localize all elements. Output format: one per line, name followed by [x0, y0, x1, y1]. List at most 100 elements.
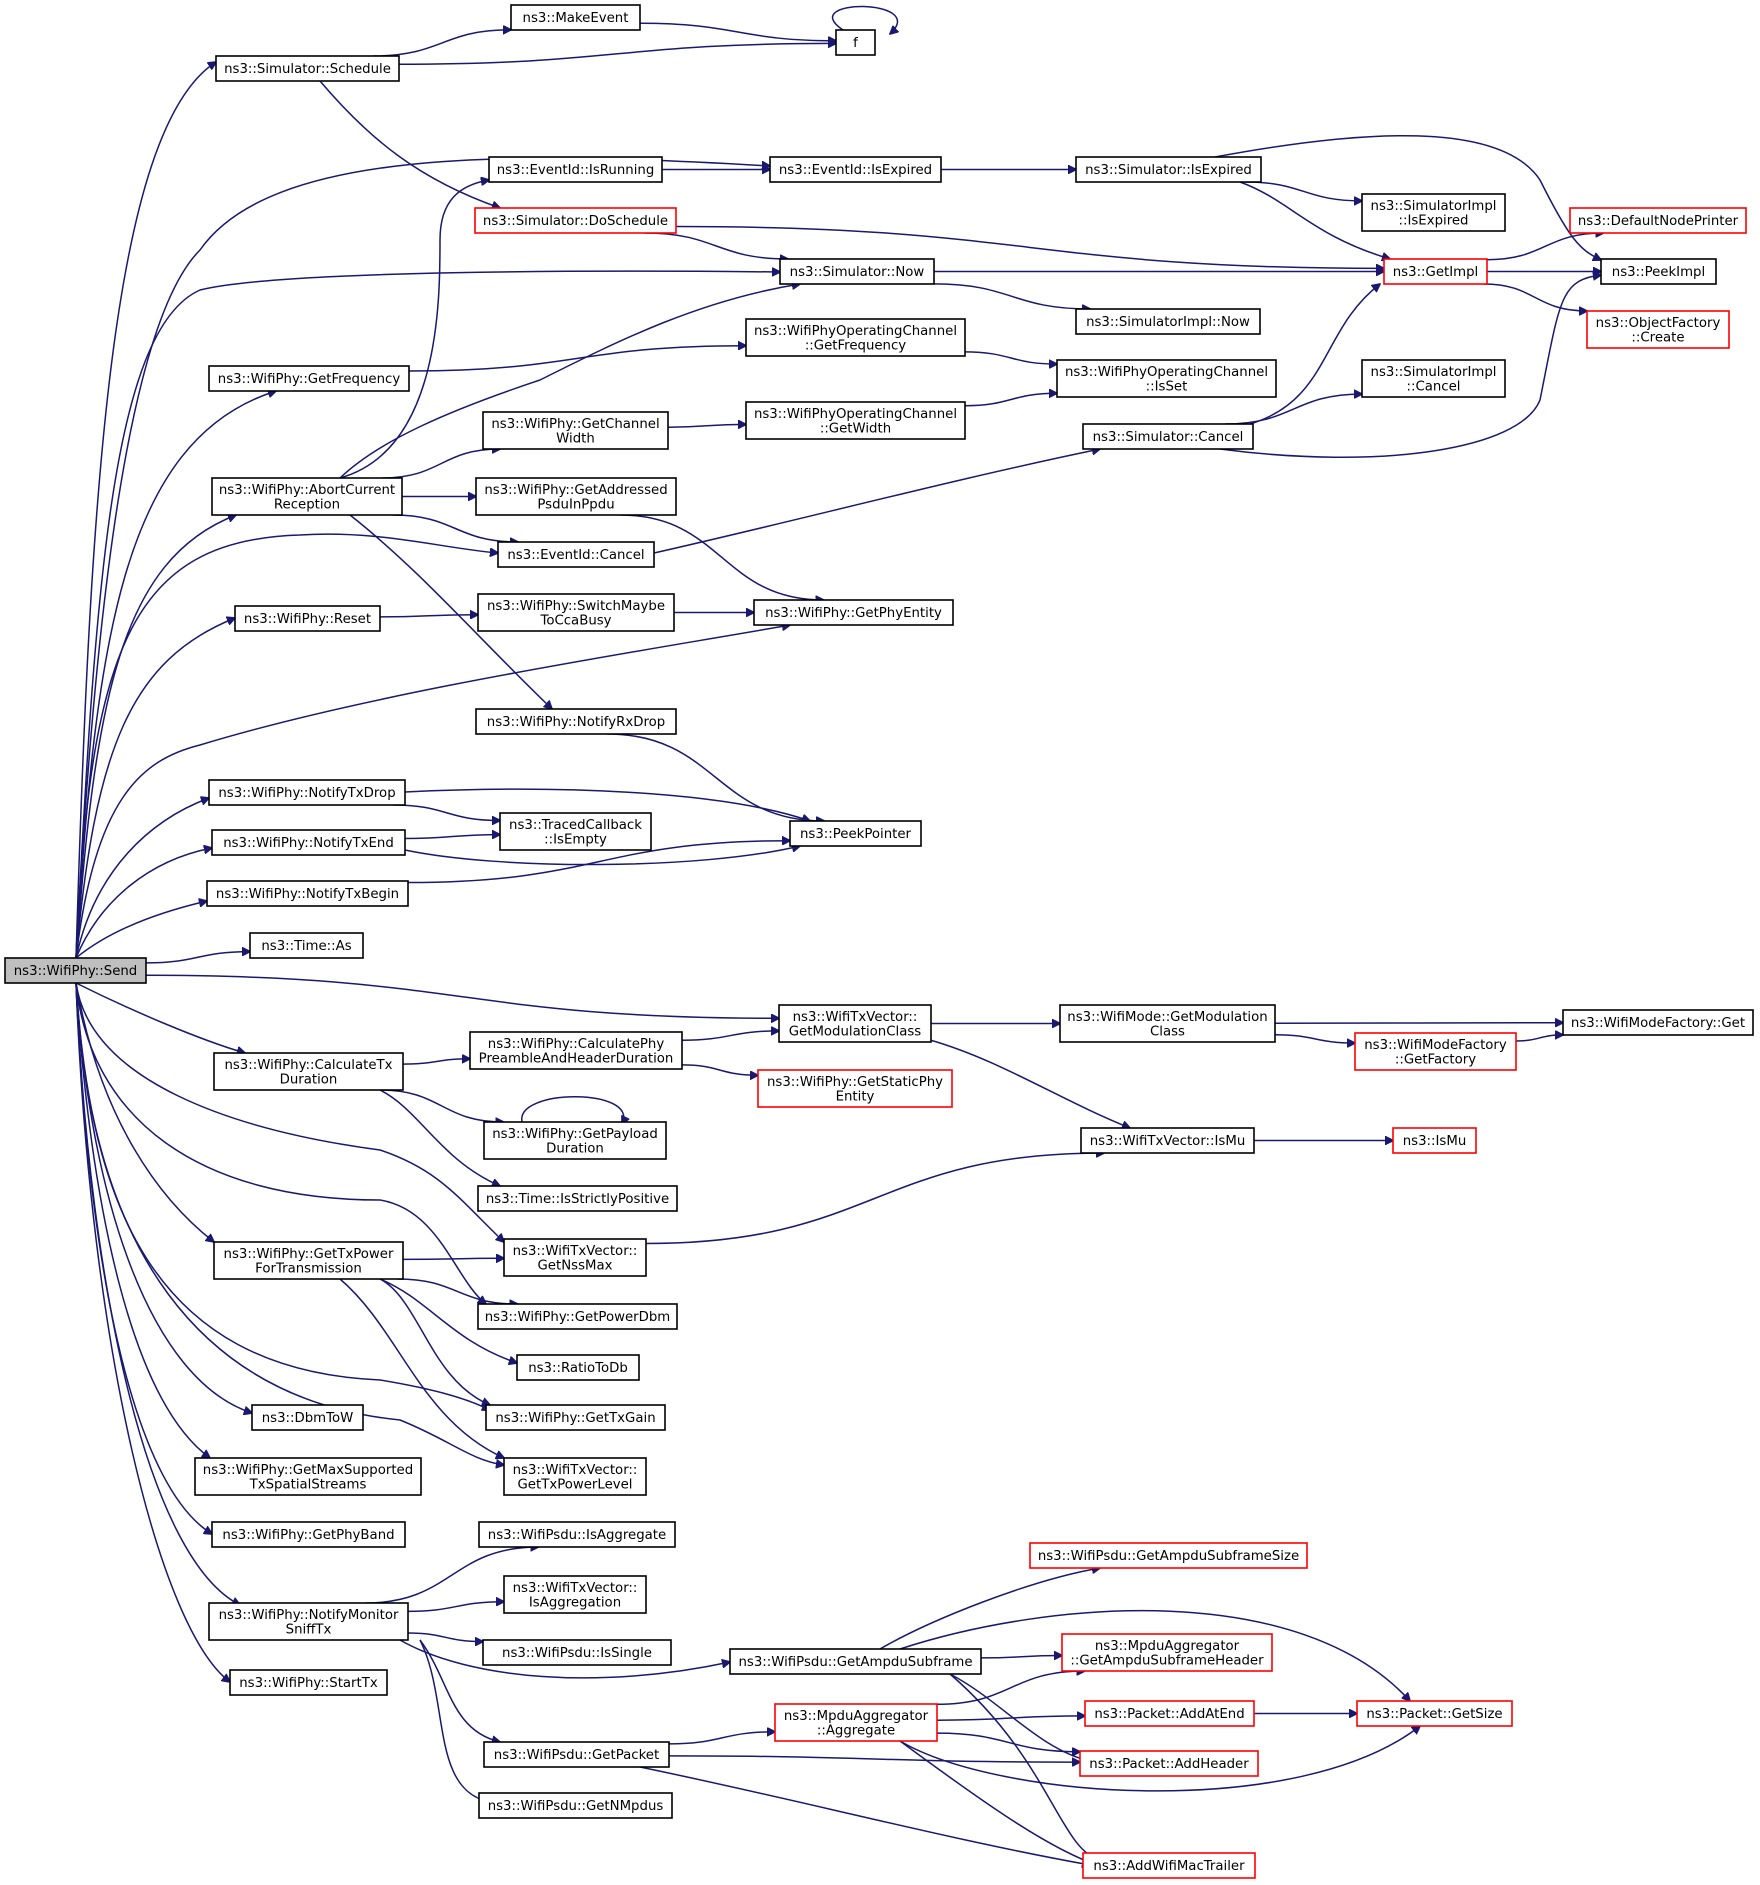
node-label: ::IsExpired — [1398, 213, 1468, 228]
node-getFrequency[interactable]: ns3::WifiPhy::GetFrequency — [208, 365, 410, 392]
node-notifyRxDrop[interactable]: ns3::WifiPhy::NotifyRxDrop — [475, 708, 677, 735]
node-peekImpl[interactable]: ns3::PeekImpl — [1600, 258, 1717, 285]
node-evIsRunning[interactable]: ns3::EventId::IsRunning — [488, 156, 663, 183]
node-simIsExpired[interactable]: ns3::Simulator::IsExpired — [1075, 156, 1262, 183]
node-isMu[interactable]: ns3::IsMu — [1392, 1127, 1477, 1154]
node-simDoSchedule[interactable]: ns3::Simulator::DoSchedule — [474, 207, 677, 234]
node-getTxGain[interactable]: ns3::WifiPhy::GetTxGain — [485, 1404, 666, 1431]
node-dbmToW[interactable]: ns3::DbmToW — [251, 1404, 364, 1431]
edge-opChGetFreq-to-opChIsSet — [964, 351, 1057, 364]
node-f[interactable]: f — [835, 29, 876, 56]
node-label: ns3::WifiPhy::GetPayload — [492, 1127, 658, 1142]
node-implIsExpired[interactable]: ns3::SimulatorImpl::IsExpired — [1361, 193, 1506, 232]
node-mpduGetAmpduHdr[interactable]: ns3::MpduAggregator::GetAmpduSubframeHea… — [1061, 1633, 1273, 1672]
node-reset[interactable]: ns3::WifiPhy::Reset — [234, 605, 381, 632]
node-box — [477, 1303, 678, 1330]
node-label: TxSpatialStreams — [249, 1477, 367, 1492]
node-timeIsStrictly[interactable]: ns3::Time::IsStrictlyPositive — [477, 1185, 678, 1212]
node-label: Entity — [836, 1089, 875, 1104]
node-label: ns3::WifiPhy::GetTxPower — [224, 1247, 394, 1262]
node-label: ns3::WifiPhy::NotifyMonitor — [219, 1608, 399, 1623]
node-notifyTxDrop[interactable]: ns3::WifiPhy::NotifyTxDrop — [208, 779, 406, 806]
node-evIsExpired[interactable]: ns3::EventId::IsExpired — [769, 156, 942, 183]
edge-psduGetPacket-to-mpduAggregate — [668, 1732, 775, 1745]
node-label: ns3::WifiPhy::GetPhyEntity — [765, 606, 942, 621]
node-label: ns3::TracedCallback — [509, 818, 642, 833]
node-label: ns3::ObjectFactory — [1596, 316, 1721, 331]
node-simCancel[interactable]: ns3::Simulator::Cancel — [1082, 423, 1254, 450]
node-label: ::Aggregate — [817, 1723, 895, 1738]
node-mpduAggregate[interactable]: ns3::MpduAggregator::Aggregate — [774, 1703, 938, 1742]
node-evCancel[interactable]: ns3::EventId::Cancel — [497, 541, 655, 568]
node-implNow[interactable]: ns3::SimulatorImpl::Now — [1075, 308, 1261, 335]
node-simSchedule[interactable]: ns3::Simulator::Schedule — [215, 55, 400, 82]
node-getMaxSupported[interactable]: ns3::WifiPhy::GetMaxSupportedTxSpatialSt… — [194, 1457, 422, 1496]
node-box — [1029, 1542, 1308, 1569]
node-getAmpduSubSize[interactable]: ns3::WifiPsdu::GetAmpduSubframeSize — [1029, 1542, 1308, 1569]
node-txIsAggregation[interactable]: ns3::WifiTxVector::IsAggregation — [503, 1575, 647, 1614]
node-getPhyEntity[interactable]: ns3::WifiPhy::GetPhyEntity — [753, 599, 954, 626]
node-psduGetNMpdus[interactable]: ns3::WifiPsdu::GetNMpdus — [478, 1792, 673, 1819]
edge-getTxPower-to-ratioToDb — [379, 1278, 517, 1363]
node-notifyTxEnd[interactable]: ns3::WifiPhy::NotifyTxEnd — [211, 829, 406, 856]
node-getTxPowerLevel[interactable]: ns3::WifiTxVector::GetTxPowerLevel — [503, 1457, 647, 1496]
node-getPhyBand[interactable]: ns3::WifiPhy::GetPhyBand — [211, 1521, 406, 1548]
node-tracedIsEmpty[interactable]: ns3::TracedCallback::IsEmpty — [499, 812, 652, 851]
node-simNow[interactable]: ns3::Simulator::Now — [779, 258, 935, 285]
edge-opChGetWidth-to-opChIsSet — [964, 393, 1057, 407]
node-label: ns3::WifiPhy::GetPowerDbm — [485, 1310, 671, 1325]
node-opChGetFreq[interactable]: ns3::WifiPhyOperatingChannel::GetFrequen… — [745, 318, 966, 357]
node-getPowerDbm[interactable]: ns3::WifiPhy::GetPowerDbm — [477, 1303, 678, 1330]
node-psduIsSingle[interactable]: ns3::WifiPsdu::IsSingle — [482, 1639, 672, 1666]
node-label: ns3::PeekImpl — [1612, 265, 1705, 280]
edge-abortCurrent-to-getChannelWidth — [382, 449, 500, 479]
node-box — [1600, 258, 1717, 285]
node-addWifiMacTrailer[interactable]: ns3::AddWifiMacTrailer — [1082, 1852, 1256, 1879]
node-psduIsAggregate[interactable]: ns3::WifiPsdu::IsAggregate — [478, 1521, 676, 1548]
node-getFactory[interactable]: ns3::WifiModeFactory::GetFactory — [1354, 1032, 1517, 1071]
node-label: ns3::IsMu — [1403, 1134, 1467, 1149]
node-pktGetSize[interactable]: ns3::Packet::GetSize — [1356, 1700, 1513, 1727]
node-implCancel[interactable]: ns3::SimulatorImpl::Cancel — [1361, 359, 1506, 398]
edge-calcPreamble-to-getModClassTx — [681, 1031, 779, 1041]
node-timeAs[interactable]: ns3::Time::As — [249, 932, 364, 959]
node-modeGetModClass[interactable]: ns3::WifiMode::GetModulationClass — [1059, 1004, 1276, 1043]
node-psduGetPacket[interactable]: ns3::WifiPsdu::GetPacket — [483, 1741, 670, 1768]
node-label: ::Cancel — [1406, 379, 1460, 394]
node-box — [774, 1703, 938, 1742]
node-box — [753, 599, 954, 626]
edge-send-to-getPowerDbm — [75, 982, 486, 1304]
node-startTx[interactable]: ns3::WifiPhy::StartTx — [229, 1669, 388, 1696]
node-txIsMu[interactable]: ns3::WifiTxVector::IsMu — [1080, 1127, 1255, 1154]
node-objFactoryCreate[interactable]: ns3::ObjectFactory::Create — [1586, 310, 1730, 349]
node-box — [1361, 359, 1506, 398]
node-defaultNodePrinter[interactable]: ns3::DefaultNodePrinter — [1569, 207, 1747, 234]
node-ratioToDb[interactable]: ns3::RatioToDb — [516, 1354, 640, 1381]
node-peekPointer[interactable]: ns3::PeekPointer — [789, 820, 922, 847]
node-pktAddAtEnd[interactable]: ns3::Packet::AddAtEnd — [1084, 1700, 1255, 1727]
node-opChGetWidth[interactable]: ns3::WifiPhyOperatingChannel::GetWidth — [745, 401, 966, 440]
node-notifyTxBegin[interactable]: ns3::WifiPhy::NotifyTxBegin — [206, 880, 409, 907]
node-pktAddHeader[interactable]: ns3::Packet::AddHeader — [1079, 1750, 1259, 1777]
node-label: ns3::Packet::AddHeader — [1089, 1757, 1249, 1772]
node-getAmpduSubframe[interactable]: ns3::WifiPsdu::GetAmpduSubframe — [729, 1648, 982, 1675]
node-box — [478, 1521, 676, 1548]
node-getModClassTx[interactable]: ns3::WifiTxVector::GetModulationClass — [778, 1004, 932, 1043]
node-opChIsSet[interactable]: ns3::WifiPhyOperatingChannel::IsSet — [1056, 359, 1277, 398]
node-calcPreamble[interactable]: ns3::WifiPhy::CalculatePhyPreambleAndHea… — [469, 1031, 683, 1070]
node-send[interactable]: ns3::WifiPhy::Send — [4, 957, 147, 984]
node-makeEvent[interactable]: ns3::MakeEvent — [510, 4, 641, 31]
edge-modeGetModClass-to-factoryGet — [1274, 1023, 1563, 1024]
node-getNssMax[interactable]: ns3::WifiTxVector::GetNssMax — [503, 1238, 647, 1277]
node-factoryGet[interactable]: ns3::WifiModeFactory::Get — [1562, 1009, 1754, 1036]
node-getImpl[interactable]: ns3::GetImpl — [1383, 258, 1488, 285]
